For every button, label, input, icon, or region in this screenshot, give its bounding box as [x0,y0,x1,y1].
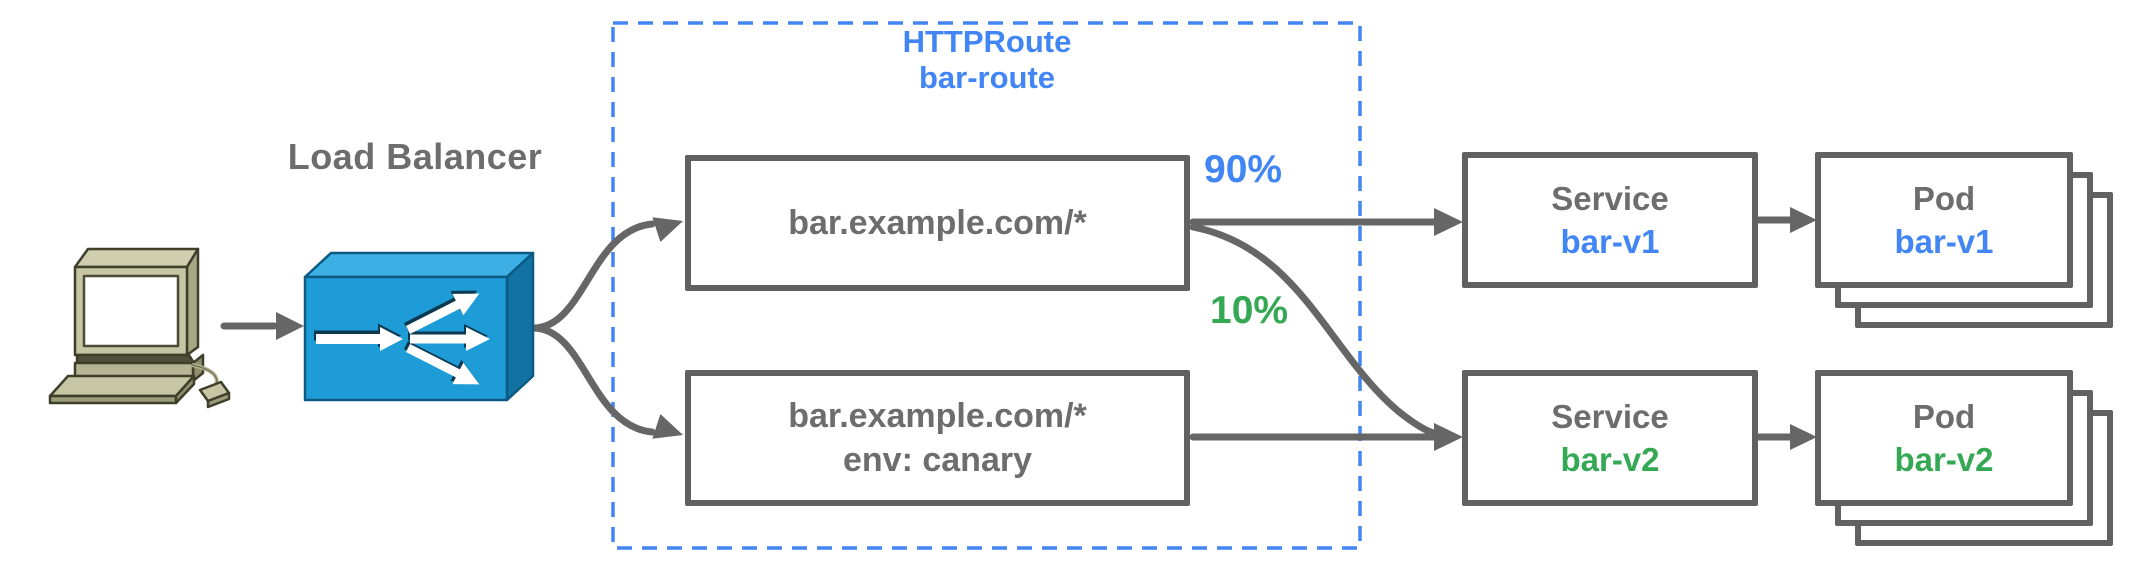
route-rule-2-match: bar.example.com/* [788,397,1087,435]
arrowhead [1790,424,1817,450]
arrowhead [1790,207,1817,233]
weight-10-label: 10% [1210,289,1289,332]
pod-name-label: bar-v2 [1894,441,1994,478]
route-rule-2: bar.example.com/* env: canary [685,370,1190,506]
service-kind-label: Service [1551,398,1669,435]
arrowhead [652,217,683,243]
load-balancer-icon [303,251,535,402]
pod-stack-bar-v2: Pod bar-v2 [1815,370,2117,548]
httproute-boundary [611,21,1362,550]
pod-bar-v1: Pod bar-v1 [1815,152,2073,288]
service-kind-label: Service [1551,180,1669,217]
service-bar-v2: Service bar-v2 [1462,370,1758,506]
service-name-label: bar-v1 [1560,223,1660,260]
arrow-lb-to-route1 [529,220,656,332]
route-rule-2-header-match: env: canary [843,441,1032,479]
arrowhead [276,312,304,340]
httproute-name: bar-route [918,60,1056,95]
pod-kind-label: Pod [1912,180,1976,217]
httproute-title: HTTPRoute bar-route [837,24,1137,96]
httproute-kind: HTTPRoute [902,24,1072,59]
arrowhead [1434,423,1463,451]
arrowhead [652,413,683,439]
arrowhead [1434,208,1463,236]
arrow-lb-to-route2 [529,324,656,436]
service-bar-v1: Service bar-v1 [1462,152,1758,288]
arrow-route1-to-service2 [1189,223,1451,440]
route-rule-1: bar.example.com/* [685,155,1190,291]
weight-90-label: 90% [1204,148,1283,191]
pod-bar-v2: Pod bar-v2 [1815,370,2073,506]
pod-name-label: bar-v1 [1894,223,1994,260]
load-balancer-label: Load Balancer [287,136,543,177]
service-name-label: bar-v2 [1560,441,1660,478]
pod-stack-bar-v1: Pod bar-v1 [1815,152,2117,330]
pod-kind-label: Pod [1912,398,1976,435]
route-rule-1-match: bar.example.com/* [788,204,1087,242]
computer-icon [48,247,231,409]
